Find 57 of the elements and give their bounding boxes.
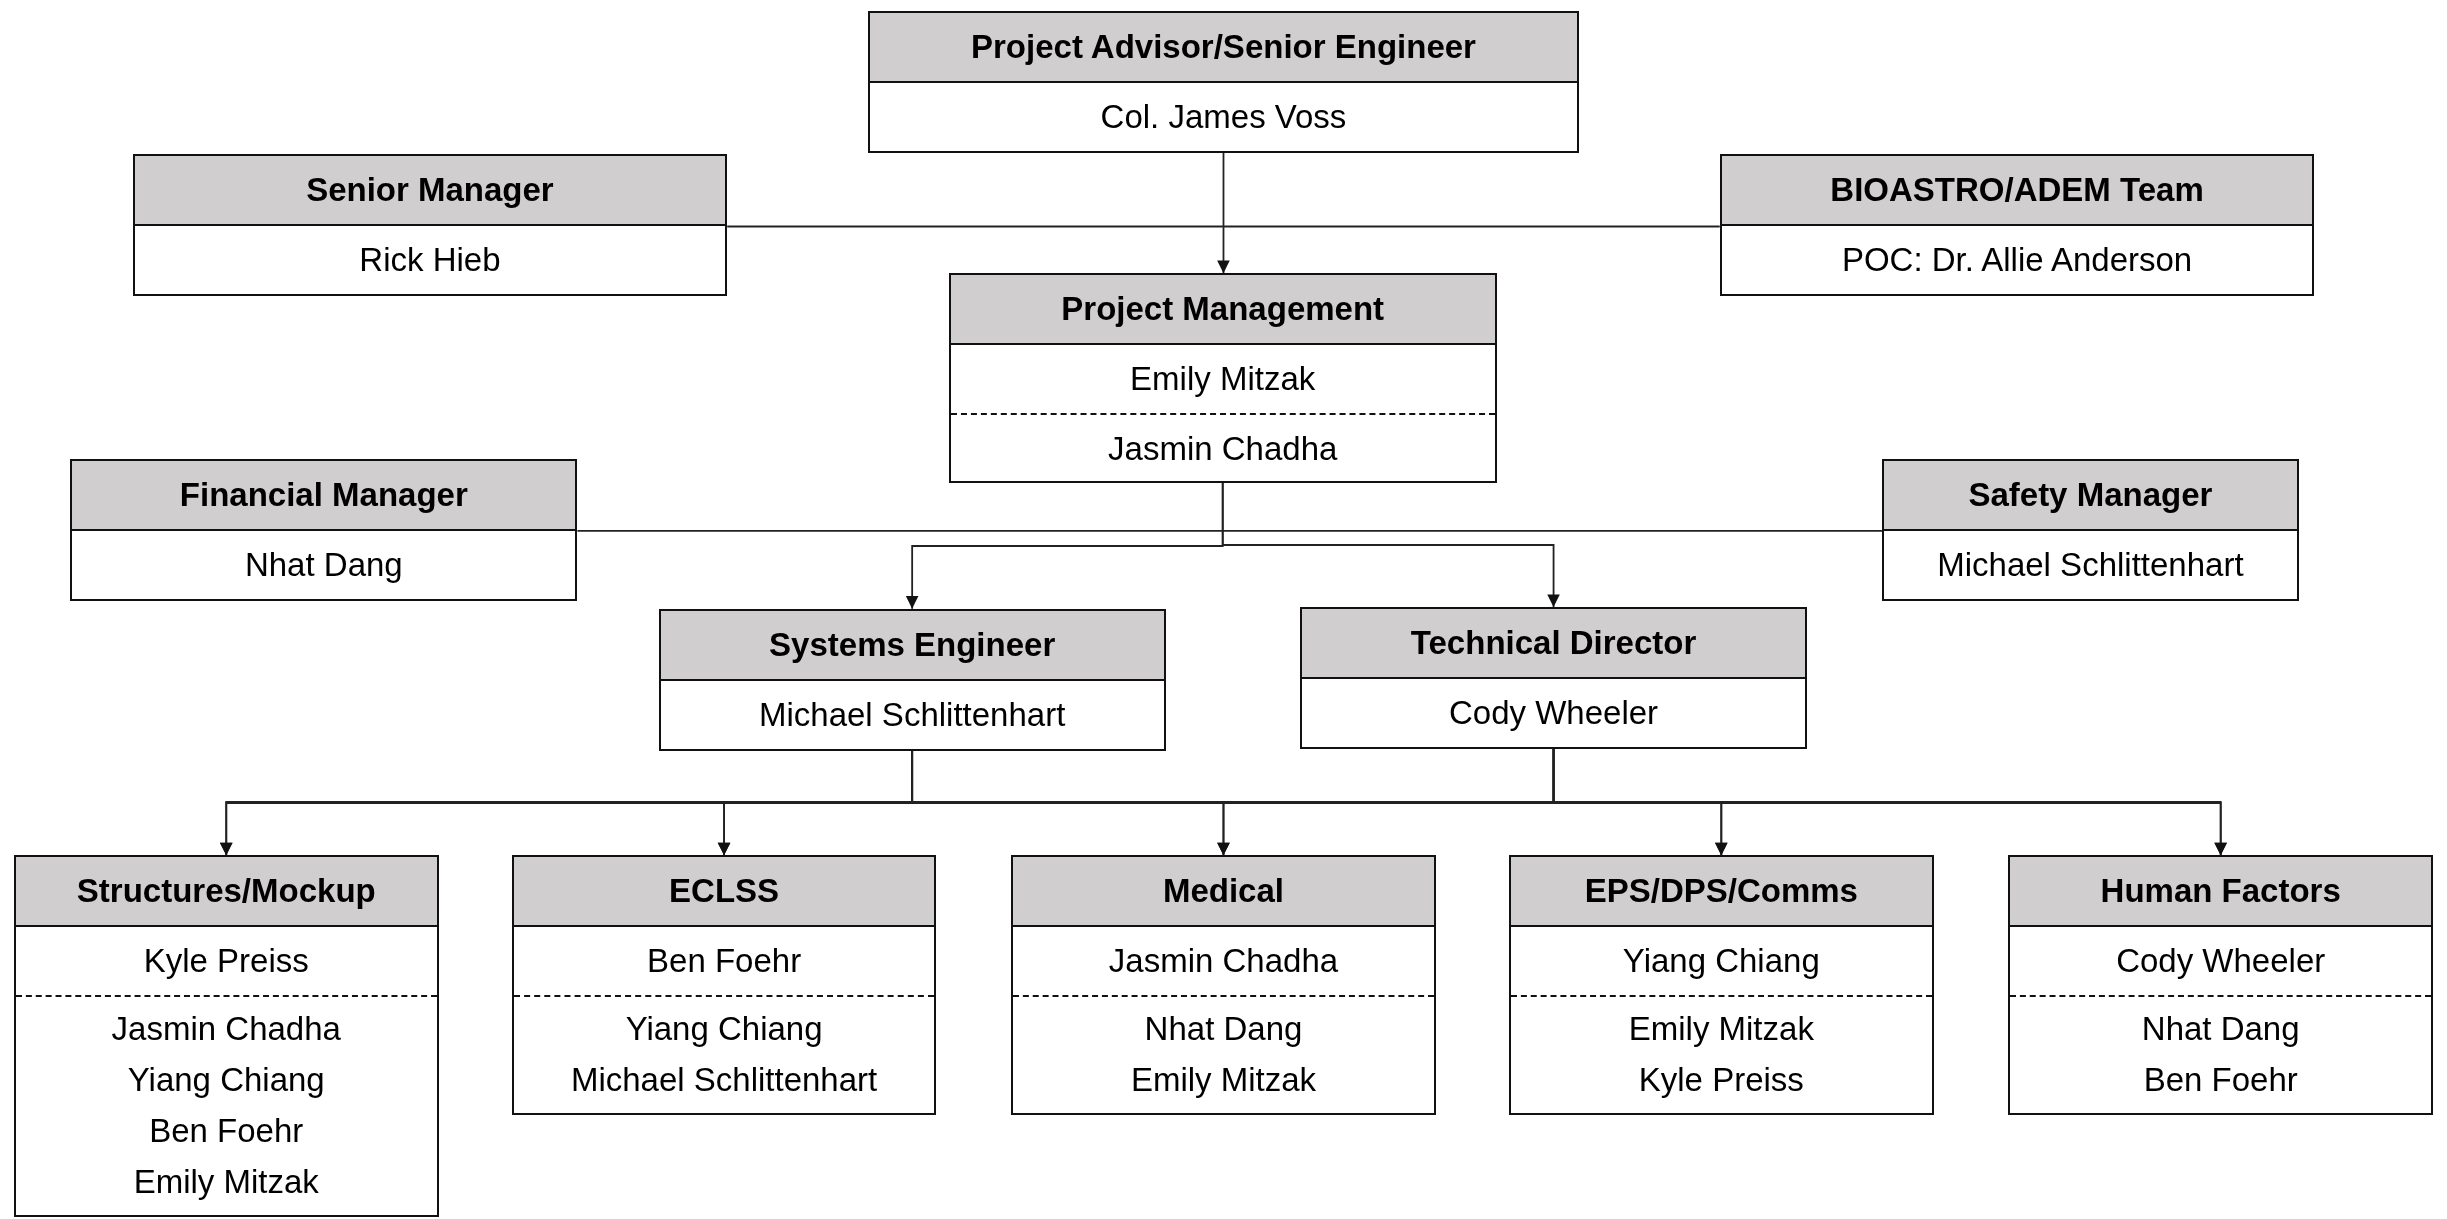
role-box xyxy=(1299,607,1808,750)
person-name: POC: Dr. Allie Anderson xyxy=(1841,241,2193,280)
person-name: Michael Schlittenhart xyxy=(570,1060,878,1101)
person-name: Emily Mitzak xyxy=(133,1162,319,1203)
role-title: EPS/DPS/Comms xyxy=(1584,872,1858,911)
role-box xyxy=(658,608,1166,751)
person-name: Kyle Preiss xyxy=(143,942,309,981)
arrow xyxy=(1221,482,1560,608)
person-name: Yiang Chiang xyxy=(625,1009,823,1050)
person-name: Michael Schlittenhart xyxy=(759,695,1066,734)
person-name: Rick Hieb xyxy=(359,241,501,280)
role-title: BIOASTRO/ADEM Team xyxy=(1830,171,2204,210)
role-title: Structures/Mockup xyxy=(76,872,376,911)
role-box xyxy=(1011,855,1436,1116)
person-name: Emily Mitzak xyxy=(1130,360,1316,399)
person-name: Ben Foehr xyxy=(2143,1060,2298,1101)
role-title: Financial Manager xyxy=(179,475,468,514)
person-name: Nhat Dang xyxy=(1144,1009,1303,1050)
role-title: Medical xyxy=(1162,872,1284,911)
person-name: Nhat Dang xyxy=(2141,1009,2300,1050)
person-name: Kyle Preiss xyxy=(1638,1060,1804,1101)
role-title: Project Management xyxy=(1061,290,1385,329)
person-name: Col. James Voss xyxy=(1100,97,1347,136)
person-name: Jasmin Chadha xyxy=(1108,428,1338,469)
role-box xyxy=(14,855,439,1218)
role-box xyxy=(867,10,1580,153)
role-box xyxy=(70,458,578,601)
role-box xyxy=(1882,458,2299,601)
person-name: Cody Wheeler xyxy=(1449,694,1659,733)
role-title: Systems Engineer xyxy=(769,625,1056,664)
person-name: Nhat Dang xyxy=(244,545,403,584)
arrow xyxy=(1552,748,2227,857)
role-box xyxy=(132,154,728,297)
role-title: ECLSS xyxy=(669,872,780,911)
person-name: Ben Foehr xyxy=(647,942,802,981)
role-title: Project Advisor/Senior Engineer xyxy=(971,27,1476,66)
role-title: Technical Director xyxy=(1410,624,1697,663)
role-box xyxy=(2008,855,2433,1116)
person-name: Michael Schlittenhart xyxy=(1937,545,2244,584)
person-name: Emily Mitzak xyxy=(1628,1009,1814,1050)
role-title: Senior Manager xyxy=(306,171,554,210)
role-title: Human Factors xyxy=(2100,872,2341,911)
role-box xyxy=(511,855,937,1116)
arrow xyxy=(1217,152,1230,274)
person-name: Jasmin Chadha xyxy=(1108,942,1339,981)
role-box xyxy=(948,273,1497,484)
person-name: Jasmin Chadha xyxy=(111,1009,341,1050)
person-name: Yiang Chiang xyxy=(1622,942,1820,981)
connector-line xyxy=(576,529,1883,532)
person-name: Yiang Chiang xyxy=(127,1060,325,1101)
person-name: Ben Foehr xyxy=(149,1111,304,1152)
role-box xyxy=(1509,855,1934,1116)
connector-line xyxy=(726,225,1721,228)
role-box xyxy=(1719,154,2315,297)
person-name: Cody Wheeler xyxy=(2116,942,2326,981)
person-name: Emily Mitzak xyxy=(1130,1060,1317,1101)
role-title: Safety Manager xyxy=(1968,475,2213,514)
